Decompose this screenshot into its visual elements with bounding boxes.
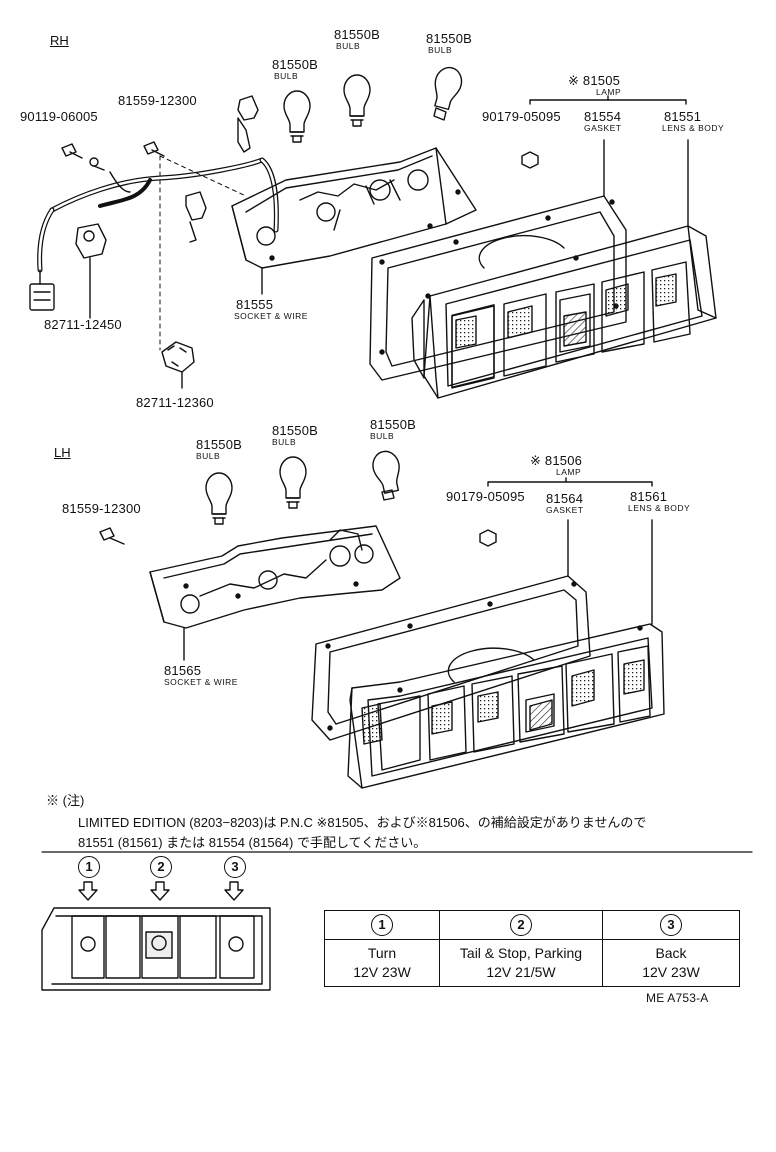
- lh-screw-icon: [99, 527, 125, 545]
- lh-bulb-3-part-number: 81550B: [370, 417, 417, 432]
- rh-socket-plate-icon: [231, 147, 477, 269]
- lh-bulb-2-icon: [279, 456, 307, 509]
- rh-connector-12450-part-number: 82711-12450: [44, 317, 122, 332]
- lh-nut-part-number: 90179-05095: [446, 489, 525, 504]
- rh-bulb-3-part-number: 81550B: [426, 31, 473, 46]
- lh-lens-body-icon: [347, 623, 665, 789]
- rh-gasket-desc: GASKET: [584, 123, 622, 133]
- lh-gasket-desc: GASKET: [546, 505, 584, 515]
- rh-connector-12450-icon: [75, 223, 107, 319]
- lh-socket-wire-desc: SOCKET & WIRE: [164, 677, 238, 687]
- lh-gasket-part-number: 81564: [546, 491, 584, 506]
- rh-bulb-2-desc: BULB: [336, 41, 361, 51]
- rh-bulb-3-desc: BULB: [428, 45, 453, 55]
- lh-lamp-part-number: ※ 81506: [530, 453, 583, 468]
- rh-gasket-part-number: 81554: [584, 109, 622, 124]
- note-mark: ※ (注): [46, 793, 85, 808]
- note-line-1: LIMITED EDITION (8203−8203)は P.N.C ※8150…: [78, 815, 647, 830]
- rh-lamp-desc: LAMP: [596, 87, 622, 97]
- rh-gasket-icon: [369, 195, 627, 381]
- rh-lens-part-number: 81551: [664, 109, 702, 124]
- lh-bulb-1-desc: BULB: [196, 451, 221, 461]
- rh-harness-connector-icon: [29, 283, 55, 311]
- rh-screw-81559-icon: [143, 141, 165, 157]
- lh-nut-icon: [479, 529, 497, 547]
- spec-header-3: 3: [602, 910, 740, 940]
- spec-header-2: 2: [439, 910, 603, 940]
- figure-id: ME A753-A: [646, 991, 709, 1005]
- section-label-rh: RH: [50, 33, 69, 48]
- note-line-2: 81551 (81561) または 81554 (81564) で手配してくださ…: [78, 835, 427, 850]
- rh-lens-body-icon: [411, 225, 717, 399]
- position-marker-3: 3: [224, 856, 246, 878]
- rh-nut-icon: [521, 151, 539, 169]
- rh-screw-90119-icon: [61, 143, 83, 159]
- rh-bulb-1-part-number: 81550B: [272, 57, 319, 72]
- lh-lens-desc: LENS & BODY: [628, 503, 691, 513]
- rh-bulb-3-icon: [433, 66, 463, 121]
- rh-screw-81559-part-number: 81559-12300: [118, 93, 197, 108]
- lh-socket-plate-icon: [149, 525, 401, 629]
- lh-bulb-3-desc: BULB: [370, 431, 395, 441]
- rh-connector-12360-part-number: 82711-12360: [136, 395, 214, 410]
- lh-socket-wire-part-number: 81565: [164, 663, 202, 678]
- lh-bulb-1-icon: [205, 472, 233, 525]
- lh-lens-part-number: 81561: [630, 489, 668, 504]
- spec-header-1: 1: [324, 910, 440, 940]
- lh-bulb-1-part-number: 81550B: [196, 437, 243, 452]
- rh-lens-desc: LENS & BODY: [662, 123, 725, 133]
- rh-nut-part-number: 90179-05095: [482, 109, 561, 124]
- rh-connector-12360-icon: [161, 341, 195, 389]
- position-marker-2: 2: [150, 856, 172, 878]
- rh-bulb-1-icon: [283, 90, 311, 143]
- lh-bulb-3-icon: [372, 450, 400, 501]
- rh-bulb-2-icon: [343, 74, 371, 127]
- rh-socket-wire-desc: SOCKET & WIRE: [234, 311, 308, 321]
- lh-bulb-2-part-number: 81550B: [272, 423, 319, 438]
- rh-bulb-1-desc: BULB: [274, 71, 299, 81]
- position-marker-1: 1: [78, 856, 100, 878]
- position-arrows: [78, 881, 244, 901]
- lh-lamp-desc: LAMP: [556, 467, 582, 477]
- lh-bulb-2-desc: BULB: [272, 437, 297, 447]
- rh-lamp-part-number: ※ 81505: [568, 73, 621, 88]
- rh-socket-wire-part-number: 81555: [236, 297, 274, 312]
- lamp-position-schematic: [41, 907, 271, 991]
- rh-socket-loose-1-icon: [237, 95, 259, 121]
- rh-screw-90119-part-number: 90119-06005: [20, 109, 98, 124]
- lh-screw-part-number: 81559-12300: [62, 501, 141, 516]
- section-label-lh: LH: [54, 445, 71, 460]
- rh-bulb-2-part-number: 81550B: [334, 27, 381, 42]
